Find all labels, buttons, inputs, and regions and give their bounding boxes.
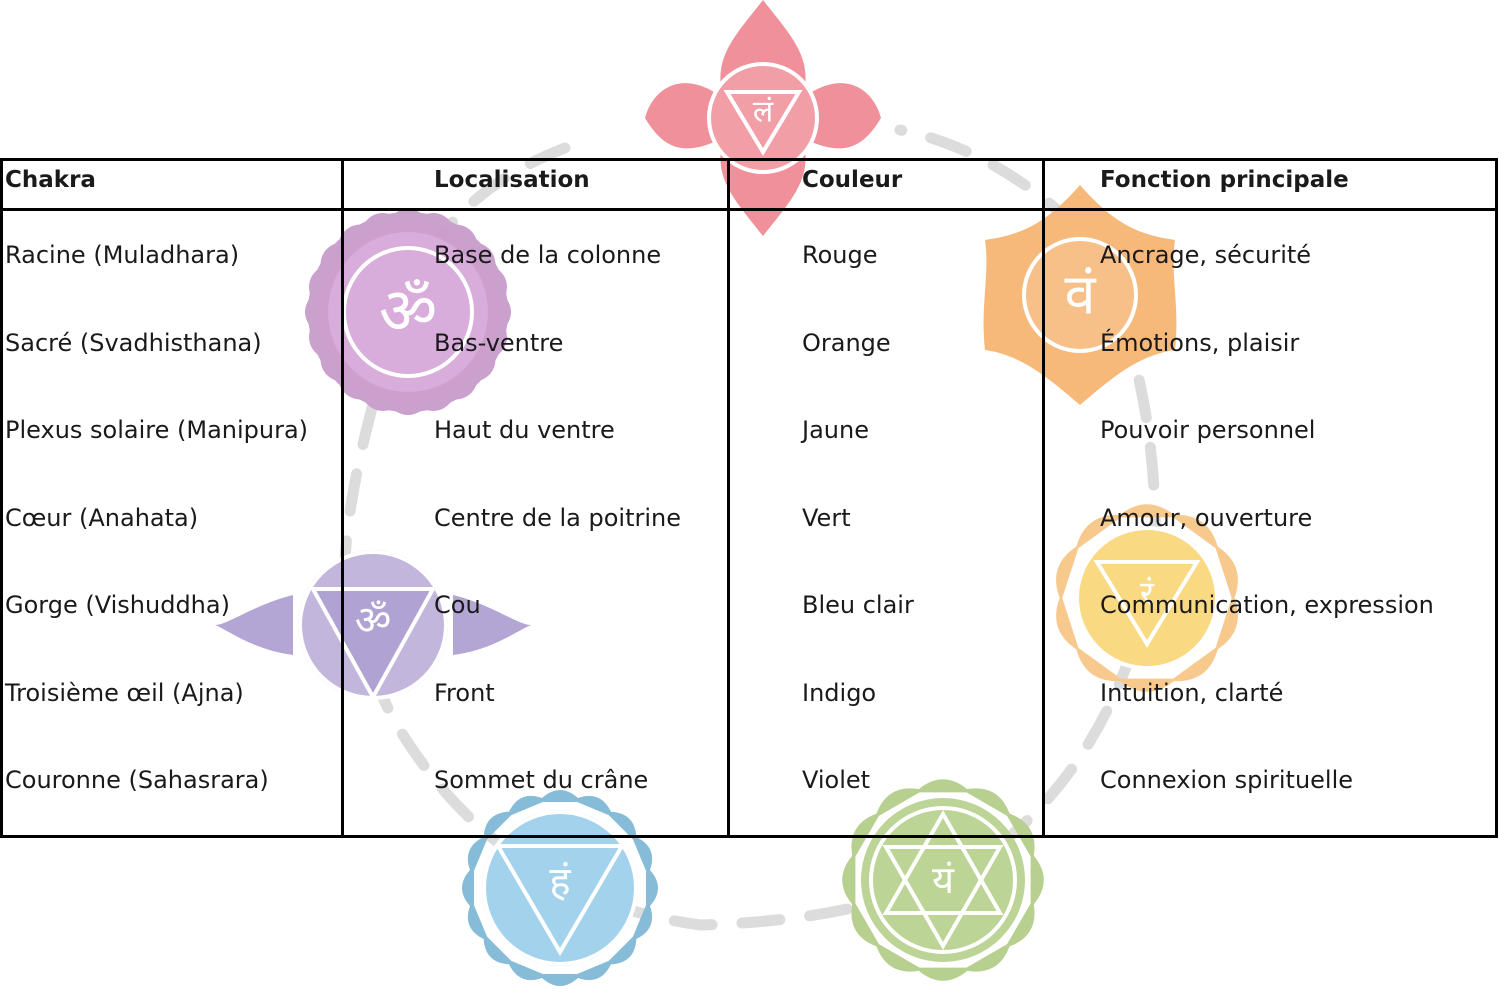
solar-plexus-chakra-icon: रं: [1056, 504, 1238, 692]
root-glyph: लं: [753, 95, 774, 130]
petal: [1075, 514, 1124, 551]
column-divider: [1042, 161, 1045, 835]
petal: [1075, 645, 1124, 682]
cell-couleur: Indigo: [802, 678, 877, 707]
petal: [336, 224, 373, 252]
petal: [874, 941, 924, 972]
petal: [1170, 514, 1219, 551]
sacral-chakra-icon: वं: [983, 185, 1177, 405]
column-divider: [727, 161, 730, 835]
cell-fonction: Connexion spirituelle: [1100, 766, 1354, 794]
petal: [443, 372, 480, 400]
petal: [1056, 594, 1080, 652]
cell-chakra: Troisième œil (Ajna): [5, 678, 244, 707]
cell-fonction: Pouvoir personnel: [1100, 416, 1316, 444]
petal: [962, 788, 1012, 819]
petal: [572, 796, 614, 817]
chakra-table: Chakra Localisation Couleur Fonction pri…: [0, 158, 1498, 838]
petal: [320, 347, 348, 384]
petal: [1214, 544, 1238, 602]
cell-fonction: Communication, expression: [1100, 591, 1434, 619]
petal: [631, 900, 652, 942]
cell-chakra: Sacré (Svadhisthana): [5, 328, 262, 357]
petal: [874, 788, 924, 819]
petal: [1004, 899, 1035, 949]
cell-fonction: Émotions, plaisir: [1100, 328, 1300, 357]
petal: [506, 959, 548, 980]
crown-glyph: ॐ: [379, 275, 437, 349]
header-fonction: Fonction principale: [1100, 167, 1349, 193]
petal: [468, 347, 496, 384]
cell-fonction: Amour, ouverture: [1100, 503, 1313, 532]
cell-couleur: Rouge: [802, 241, 878, 269]
header-chakra: Chakra: [5, 167, 96, 193]
petal: [538, 974, 582, 986]
petal: [1170, 645, 1219, 682]
cell-chakra: Plexus solaire (Manipura): [5, 416, 309, 444]
header-localisation: Localisation: [434, 167, 590, 193]
petal: [631, 834, 652, 876]
petal: [506, 796, 548, 817]
crown-chakra-icon: ॐ: [305, 209, 511, 415]
cell-localisation: Bas-ventre: [434, 328, 564, 357]
header-couleur: Couleur: [802, 167, 903, 193]
petal: [468, 900, 489, 942]
cell-localisation: Base de la colonne: [434, 241, 662, 269]
petal: [336, 372, 373, 400]
petal: [1117, 504, 1177, 518]
cell-localisation: Centre de la poitrine: [434, 503, 682, 532]
petal: [572, 959, 614, 980]
cell-chakra: Racine (Muladhara): [5, 241, 240, 269]
heart-glyph: यं: [932, 858, 955, 902]
cell-chakra: Cœur (Anahata): [5, 503, 199, 532]
petal: [851, 899, 882, 949]
column-divider: [341, 161, 344, 835]
cell-couleur: Jaune: [802, 416, 869, 444]
cell-chakra: Couronne (Sahasrara): [5, 766, 269, 794]
petal: [483, 933, 515, 965]
petal: [443, 224, 480, 252]
cell-chakra: Gorge (Vishuddha): [5, 591, 230, 619]
cell-couleur: Orange: [802, 328, 891, 357]
third-eye-glyph: ॐ: [355, 598, 391, 644]
solar-glyph: रं: [1140, 574, 1155, 614]
petal: [605, 933, 637, 965]
petal: [1056, 544, 1080, 602]
cell-couleur: Violet: [802, 766, 871, 794]
cell-fonction: Ancrage, sécurité: [1100, 241, 1312, 269]
cell-localisation: Sommet du crâne: [434, 766, 649, 794]
throat-chakra-icon: हं: [462, 790, 658, 986]
throat-glyph: हं: [549, 859, 571, 905]
cell-localisation: Cou: [434, 591, 481, 619]
petal: [358, 213, 401, 233]
petal: [462, 866, 474, 910]
root-chakra-icon: लं: [645, 0, 881, 236]
cell-couleur: Bleu clair: [802, 591, 914, 619]
cell-localisation: Haut du ventre: [434, 416, 615, 444]
petal: [646, 866, 658, 910]
petal: [1117, 678, 1177, 692]
petal: [605, 811, 637, 843]
petal: [962, 941, 1012, 972]
cell-localisation: Front: [434, 678, 495, 707]
petal: [468, 834, 489, 876]
petal: [1030, 852, 1044, 908]
petal: [538, 790, 582, 802]
petal: [842, 852, 856, 908]
petal: [483, 811, 515, 843]
sacral-glyph: वं: [1064, 263, 1096, 328]
petal: [915, 779, 971, 793]
petal: [320, 240, 348, 277]
cell-fonction: Intuition, clarté: [1100, 678, 1284, 707]
header-divider: [3, 208, 1495, 211]
petal: [468, 240, 496, 277]
petal: [1214, 594, 1238, 652]
petal: [915, 967, 971, 981]
cell-couleur: Vert: [802, 503, 851, 532]
